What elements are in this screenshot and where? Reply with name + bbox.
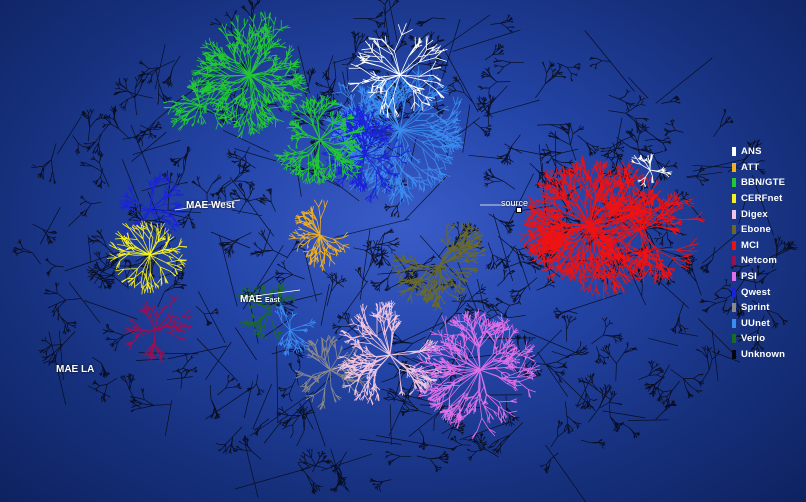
legend-item: Qwest: [732, 284, 785, 300]
legend-label: Verio: [741, 333, 766, 345]
isp-links: [106, 220, 188, 295]
mae-east-label: MAE East: [240, 294, 280, 305]
isp-links: [515, 155, 706, 300]
source-node: [516, 207, 522, 213]
legend-label: MCI: [741, 239, 760, 251]
legend-item: BBN/GTE: [732, 175, 785, 191]
mae-east-main: MAE: [240, 294, 263, 305]
legend-swatch: [732, 178, 736, 188]
legend-swatch: [732, 162, 736, 172]
legend-swatch: [732, 334, 736, 344]
legend-item: Verio: [732, 331, 785, 347]
isp-links: [163, 11, 366, 186]
mae-west-label: MAE West: [186, 200, 235, 211]
isp-links: [123, 294, 193, 363]
legend-swatch: [732, 287, 736, 297]
legend-item: CERFnet: [732, 191, 785, 207]
isp-links: [412, 308, 541, 440]
legend-item: PSI: [732, 269, 785, 285]
legend-swatch: [732, 240, 736, 250]
legend-label: Unknown: [741, 349, 786, 361]
legend-item: Netcom: [732, 253, 785, 269]
legend-label: Sprint: [741, 302, 770, 314]
legend-label: Qwest: [741, 286, 771, 298]
mae-la-label: MAE LA: [56, 364, 95, 375]
legend-label: Netcom: [741, 255, 778, 267]
legend-item: ATT: [732, 160, 785, 176]
legend-label: CERFnet: [741, 193, 783, 205]
legend-label: ATT: [741, 161, 760, 173]
legend-swatch: [732, 303, 736, 313]
source-label: source: [501, 198, 529, 208]
legend-label: PSI: [741, 271, 757, 283]
legend-swatch: [732, 256, 736, 266]
isp-links: [288, 199, 350, 272]
legend-label: Ebone: [741, 224, 772, 236]
legend-item: UUnet: [732, 316, 785, 332]
legend-item: Digex: [732, 206, 785, 222]
legend-swatch: [732, 318, 736, 328]
legend-label: UUnet: [741, 317, 770, 329]
legend-item: Sprint: [732, 300, 785, 316]
legend-label: BBN/GTE: [741, 177, 786, 189]
legend-swatch: [732, 147, 736, 157]
legend-swatch: [732, 272, 736, 282]
mae-east-sub: East: [265, 297, 280, 304]
legend-label: Digex: [741, 208, 768, 220]
legend-swatch: [732, 209, 736, 219]
isp-links: [390, 221, 487, 312]
isp-links: [237, 281, 296, 341]
legend-item: Ebone: [732, 222, 785, 238]
legend-swatch: [732, 194, 736, 204]
isp-links: [174, 23, 673, 299]
legend-label: ANS: [741, 146, 762, 158]
legend-item: ANS: [732, 144, 785, 160]
isp-links: [333, 300, 443, 406]
legend-swatch: [732, 350, 736, 360]
legend-swatch: [732, 225, 736, 235]
isp-links: [12, 0, 799, 502]
network-links: [12, 0, 799, 502]
legend-item: Unknown: [732, 347, 785, 363]
legend-item: MCI: [732, 238, 785, 254]
